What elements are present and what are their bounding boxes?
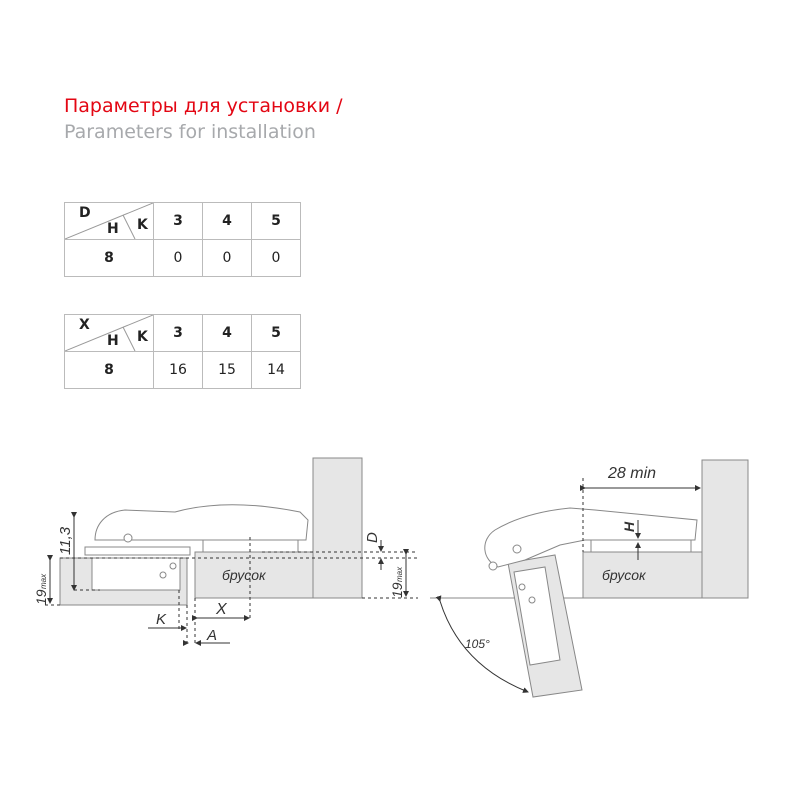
right-dimensions xyxy=(435,478,701,693)
table-cell: 0 xyxy=(251,239,301,277)
brusok-label: брусок xyxy=(222,567,267,583)
dim-a: A xyxy=(206,627,217,644)
table-cell: 14 xyxy=(251,351,301,389)
table-row: 8 16 15 14 xyxy=(64,351,301,389)
brusok-block xyxy=(194,551,314,599)
dim-x: X xyxy=(215,601,228,618)
corner-top-label: X xyxy=(79,317,90,333)
left-diagram xyxy=(59,457,363,606)
corner-top-label: D xyxy=(79,205,91,221)
table-cell: 16 xyxy=(153,351,203,389)
dim-d: D xyxy=(364,532,381,543)
corner-row-label: H xyxy=(107,333,119,349)
d-parameter-table: D H K 3 4 5 8 0 0 0 xyxy=(64,202,301,277)
column-header: 5 xyxy=(251,314,301,352)
corner-col-label: K xyxy=(137,217,148,233)
dim-19-right: 19 xyxy=(389,582,405,598)
side-panel xyxy=(701,459,749,599)
dim-19-left: 19 xyxy=(33,589,49,605)
left-dimensions xyxy=(45,512,418,646)
table-corner: X H K xyxy=(64,314,154,352)
dim-28-min: 28 min xyxy=(607,465,656,482)
table-cell: 0 xyxy=(153,239,203,277)
dim-k: K xyxy=(156,611,167,628)
dim-max-right: max xyxy=(395,566,404,582)
title-en: Parameters for installation xyxy=(64,121,316,143)
table-cell: 15 xyxy=(202,351,252,389)
side-panel xyxy=(312,457,363,599)
table-cell: 0 xyxy=(202,239,252,277)
opening-angle: 105° xyxy=(465,637,490,651)
corner-row-label: H xyxy=(107,221,119,237)
hinge-arm xyxy=(484,507,698,568)
column-header: 5 xyxy=(251,202,301,240)
column-header: 3 xyxy=(153,314,203,352)
dim-max-left: max xyxy=(39,573,48,589)
hinge-plate xyxy=(84,546,191,556)
corner-col-label: K xyxy=(137,329,148,345)
hinge-cup xyxy=(91,557,181,591)
dim-h: H xyxy=(621,521,637,532)
title-ru: Параметры для установки / xyxy=(64,95,343,117)
hinge-arm xyxy=(94,504,309,541)
right-diagram xyxy=(430,459,749,698)
row-header: 8 xyxy=(64,351,154,389)
row-header: 8 xyxy=(64,239,154,277)
table-row: 8 0 0 0 xyxy=(64,239,301,277)
x-parameter-table: X H K 3 4 5 8 16 15 14 xyxy=(64,314,301,389)
mounting-plate xyxy=(590,539,692,553)
brusok-label: брусок xyxy=(602,567,647,583)
dim-11-3: 11,3 xyxy=(57,526,74,555)
table-corner: D H K xyxy=(64,202,154,240)
